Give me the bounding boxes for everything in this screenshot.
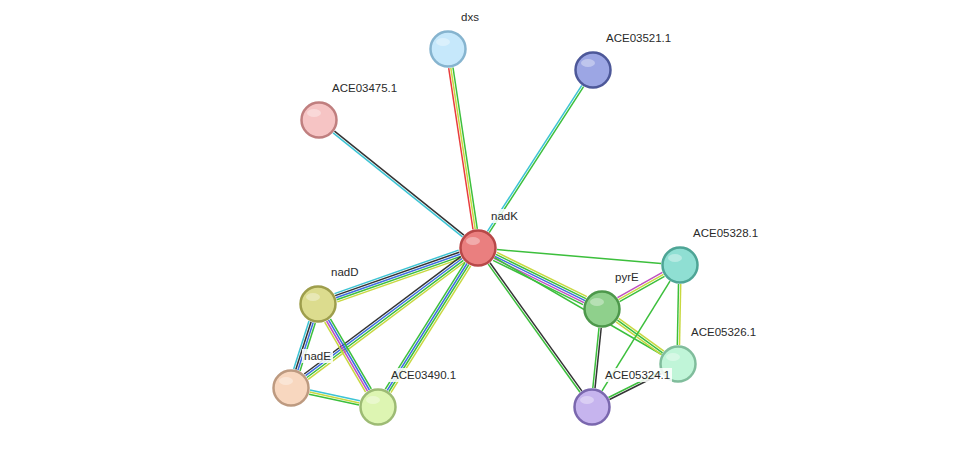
protein-node: ACE03475.1 (300, 101, 338, 139)
protein-node: ACE03521.1 (574, 51, 612, 89)
evidence-line (487, 85, 581, 231)
interaction-edge (677, 284, 680, 345)
evidence-line (619, 318, 664, 351)
interaction-edge (309, 390, 360, 405)
evidence-line (449, 68, 473, 229)
evidence-line (497, 252, 587, 296)
node-label: ACE03475.1 (330, 81, 399, 95)
interaction-edge (493, 252, 587, 304)
node-circle (583, 290, 621, 328)
evidence-line (453, 68, 477, 229)
evidence-line (385, 262, 465, 389)
evidence-line (593, 328, 599, 388)
evidence-line (309, 394, 359, 405)
node-label: ACE03490.1 (389, 368, 458, 382)
protein-node: ACE03490.1 (359, 388, 397, 426)
evidence-line (495, 256, 585, 300)
protein-node: dxs (429, 30, 467, 68)
interaction-edge (487, 85, 583, 232)
evidence-line (617, 320, 662, 353)
node-circle (300, 101, 338, 139)
node-circle (574, 51, 612, 89)
evidence-line (488, 264, 580, 392)
node-circle (299, 285, 337, 323)
node-circle (459, 229, 497, 267)
protein-node: ACE05328.1 (661, 246, 699, 284)
node-label: ACE03521.1 (604, 31, 673, 45)
node-label: ACE05324.1 (603, 368, 672, 382)
evidence-line (387, 264, 467, 391)
node-label: pyrE (613, 270, 641, 284)
evidence-line (680, 284, 681, 345)
evidence-line (451, 68, 475, 229)
evidence-line (310, 392, 360, 403)
evidence-line (489, 87, 583, 233)
node-label: ACE05328.1 (691, 226, 760, 240)
evidence-line (329, 320, 370, 390)
interaction-edge (488, 263, 582, 392)
protein-node: nadK (459, 229, 497, 267)
node-circle (573, 388, 611, 426)
evidence-line (335, 131, 464, 235)
evidence-line (616, 322, 661, 355)
node-circle (272, 369, 310, 407)
node-label: nadE (302, 349, 333, 363)
node-label: nadD (329, 265, 361, 279)
node-label: ACE05326.1 (689, 325, 758, 339)
protein-node: ACE05324.1 (573, 388, 611, 426)
protein-node: pyrE (583, 290, 621, 328)
interaction-edge (294, 321, 316, 371)
protein-node: nadE (272, 369, 310, 407)
interaction-edge (616, 318, 664, 354)
evidence-line (333, 133, 462, 237)
interaction-edge (494, 258, 661, 355)
interaction-edge (385, 262, 470, 392)
interaction-edge (497, 250, 661, 264)
interaction-edge (333, 131, 464, 237)
evidence-line (677, 284, 678, 345)
evidence-line (389, 265, 469, 392)
interaction-edge (449, 68, 478, 230)
interaction-edge (593, 328, 601, 388)
evidence-line (497, 250, 661, 264)
node-circle (359, 388, 397, 426)
evidence-line (496, 254, 586, 298)
node-label: nadK (489, 209, 520, 223)
node-circle (429, 30, 467, 68)
node-label: dxs (459, 10, 481, 24)
evidence-line (330, 319, 371, 389)
node-circle (661, 246, 699, 284)
evidence-line (494, 258, 661, 355)
protein-node: nadD (299, 285, 337, 323)
